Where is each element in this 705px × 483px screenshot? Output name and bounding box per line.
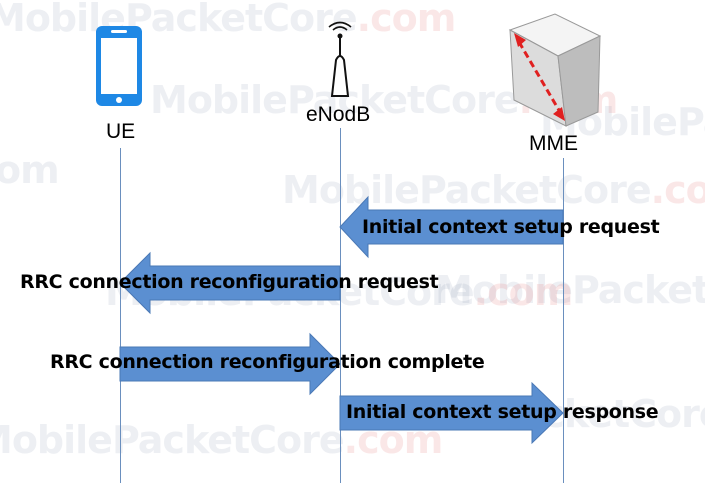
mme-lifeline xyxy=(563,158,564,483)
watermark: MobilePacketCore.com xyxy=(282,168,705,212)
ue-label: UE xyxy=(106,120,136,143)
message-label: RRC connection reconfiguration request xyxy=(20,271,439,293)
ue-lifeline xyxy=(120,148,121,483)
watermark: MobilePacketCore.com xyxy=(0,418,443,462)
server-icon xyxy=(508,13,602,127)
message-label: Initial context setup response xyxy=(346,401,659,423)
message-arrow xyxy=(119,332,341,396)
mme-label: MME xyxy=(529,132,578,155)
message-arrow xyxy=(119,251,341,315)
watermark: .com xyxy=(0,148,60,192)
enodeb-lifeline xyxy=(340,128,341,483)
antenna-icon xyxy=(328,21,352,97)
message-arrow xyxy=(339,381,564,445)
message-label: RRC connection reconfiguration complete xyxy=(50,351,485,373)
message-arrow xyxy=(339,195,564,259)
watermark: MobilePacketCore xyxy=(435,268,705,312)
smartphone-icon xyxy=(96,26,142,106)
watermark: MobilePacketCore.com xyxy=(0,0,456,40)
enodeb-label: eNodB xyxy=(306,103,371,126)
message-label: Initial context setup request xyxy=(362,216,660,238)
